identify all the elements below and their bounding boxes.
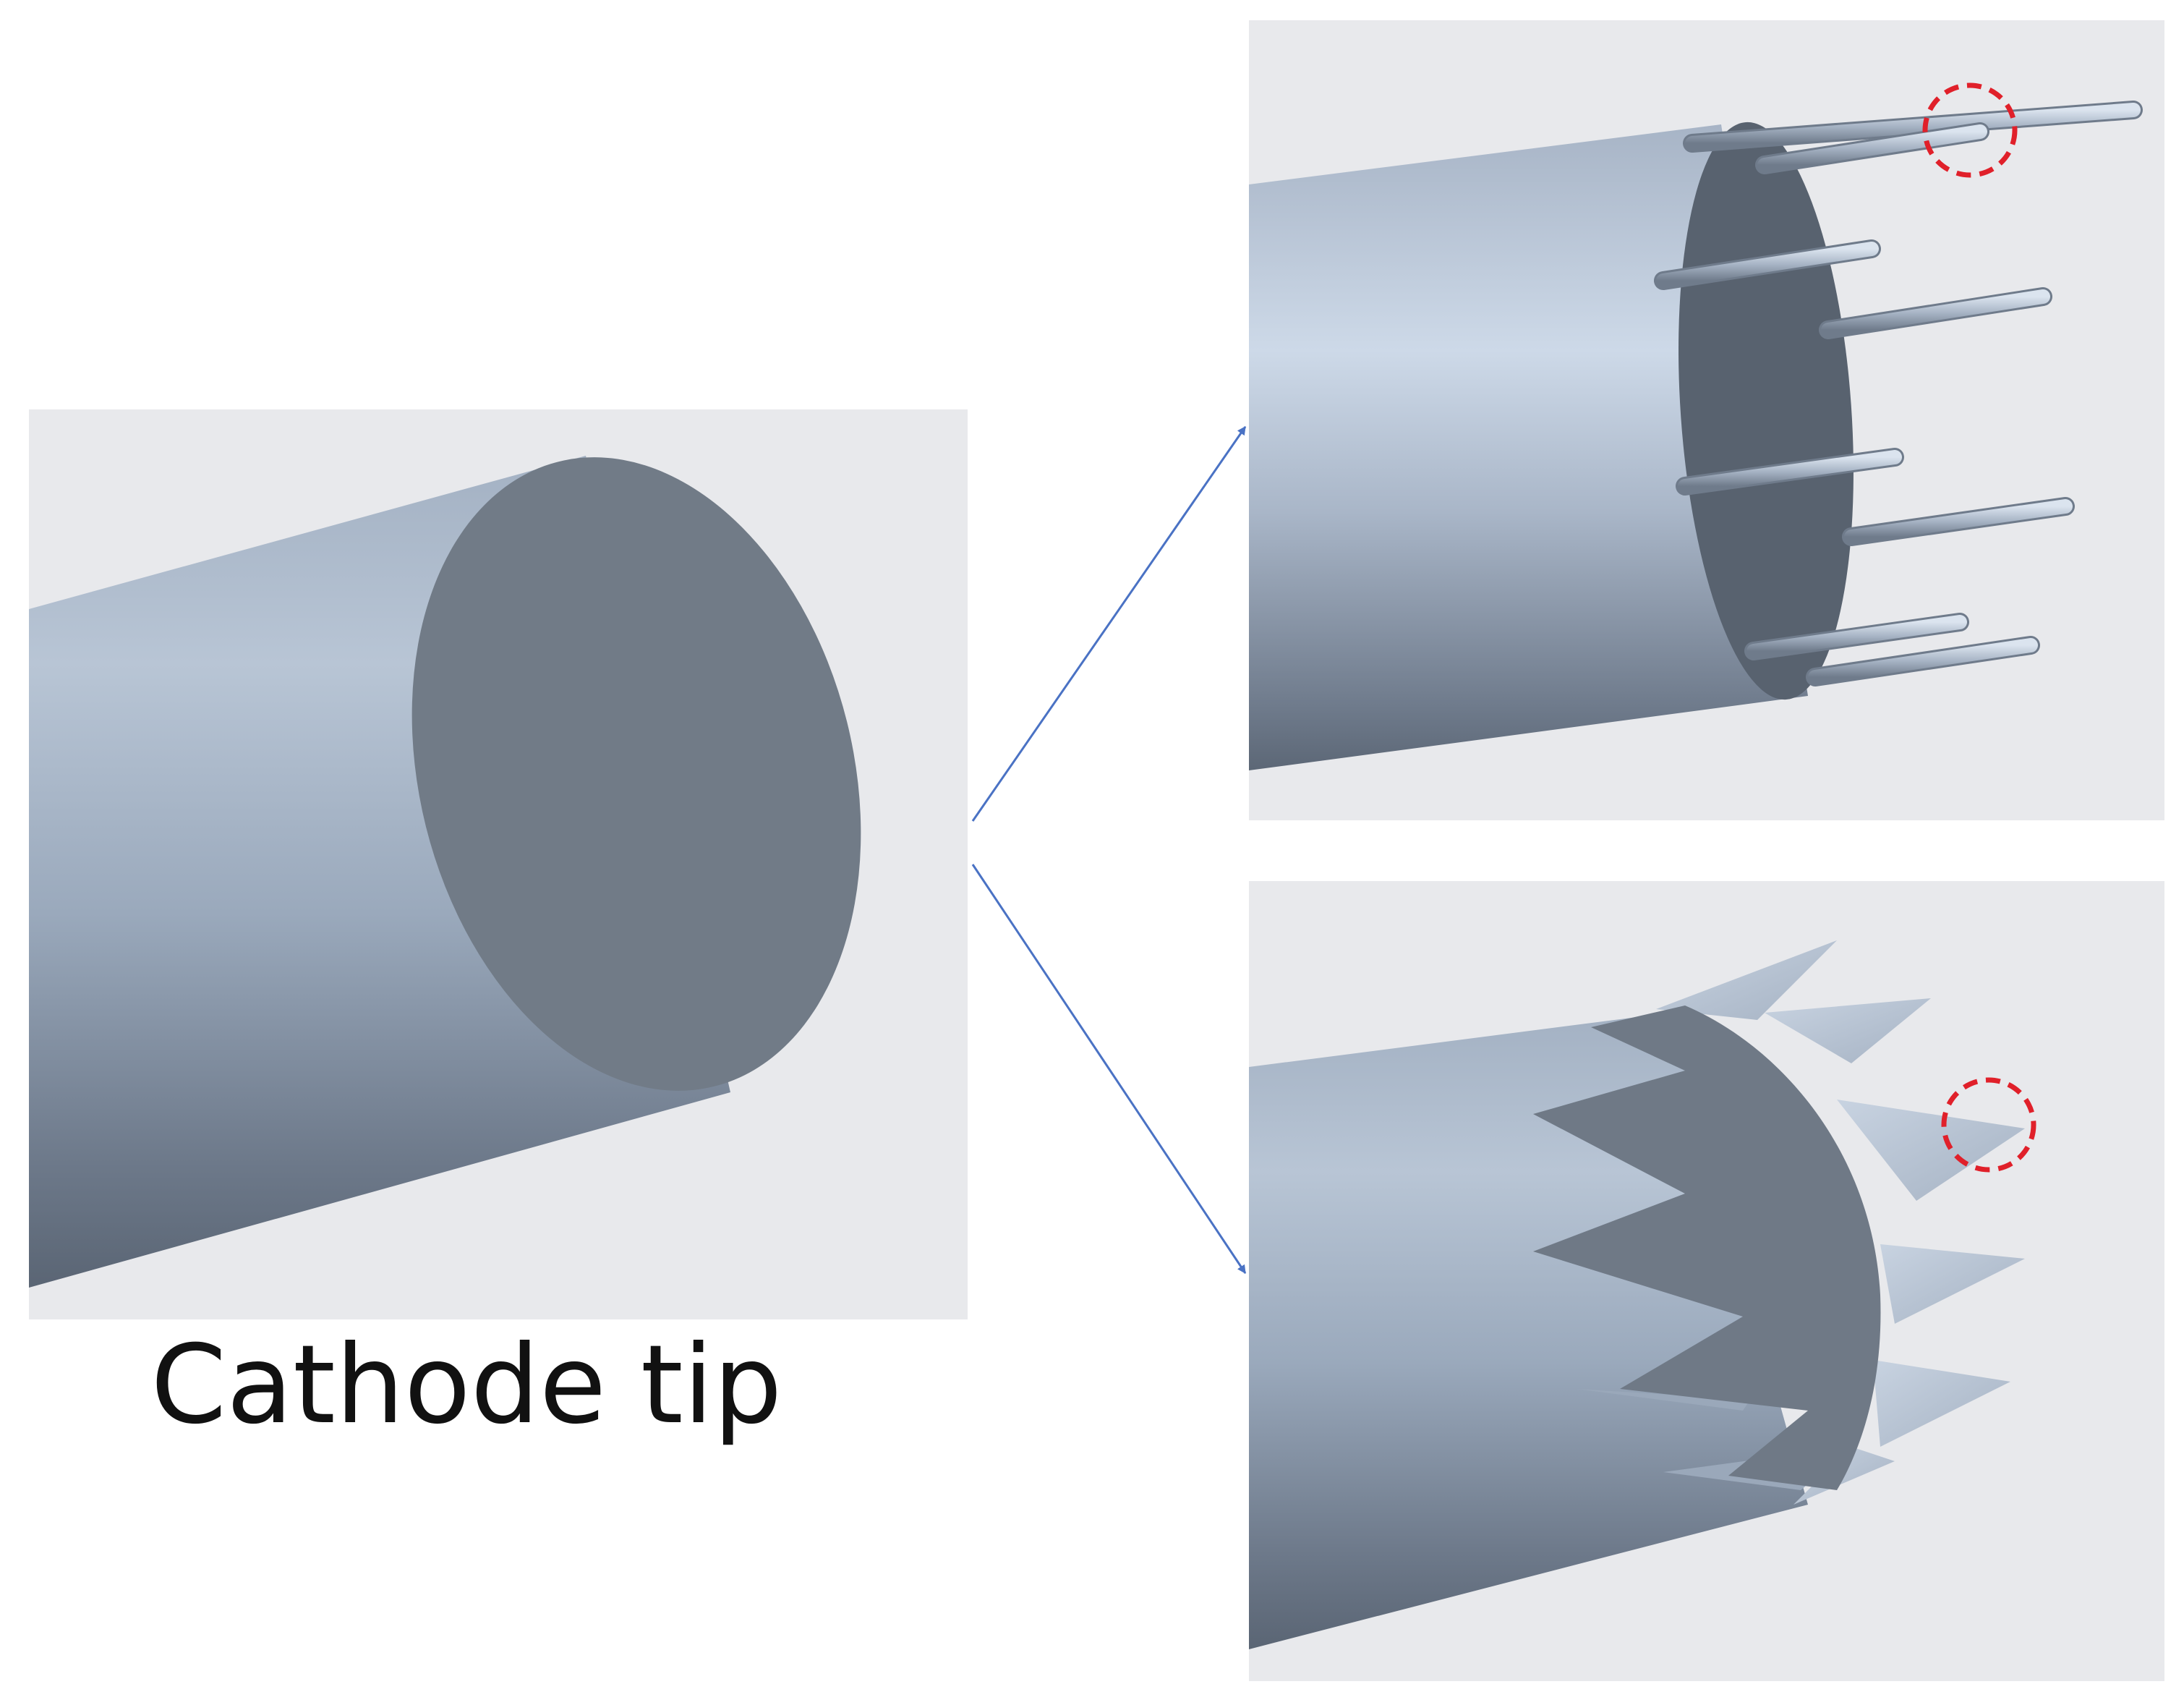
blade-teeth [1577, 940, 2025, 1505]
cathode-tip-caption: Cathode tip [150, 1322, 782, 1448]
arrow-to-serrated [971, 864, 1247, 1274]
rod-array-cathode-panel [1249, 20, 2164, 820]
solid-cathode-tip-panel [29, 409, 968, 1319]
arrow-to-rod-array [971, 426, 1247, 822]
highlight-circle [1941, 1077, 2036, 1173]
serrated-end-face [1533, 1005, 1881, 1490]
rod-array [1654, 101, 2143, 686]
cylinder-end-face [411, 457, 861, 1091]
serrated-cathode-panel [1249, 881, 2164, 1681]
highlight-circle [1922, 82, 2018, 178]
